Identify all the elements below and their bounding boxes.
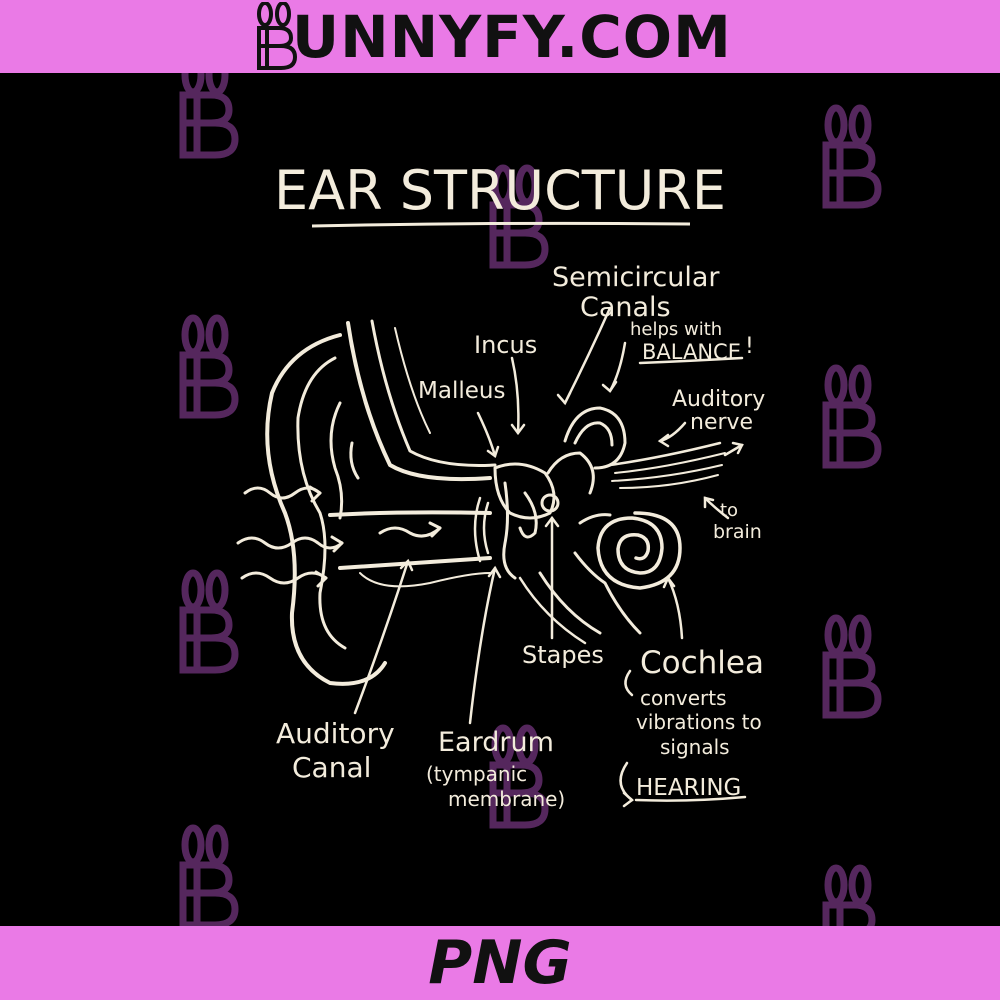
- label-semicircular-line2: Canals: [580, 292, 671, 323]
- diagram-labels: Semicircular Canals helps with BALANCE !…: [276, 262, 765, 811]
- ear-anatomy-drawing: [236, 319, 726, 686]
- label-incus: Incus: [474, 331, 537, 359]
- label-balance-line1: helps with: [630, 319, 722, 340]
- label-eardrum-note-line1: (tympanic: [426, 762, 527, 786]
- label-cochlea-note-line2: vibrations to: [636, 710, 762, 734]
- brand-title[interactable]: UNNYFY.COM: [292, 3, 732, 71]
- top-banner: UNNYFY.COM: [0, 0, 1000, 73]
- label-auditory-nerve-line1: Auditory: [672, 387, 765, 412]
- label-semicircular-line1: Semicircular: [552, 262, 720, 293]
- label-balance-exclaim: !: [745, 334, 754, 359]
- bunny-b-logo-icon: [257, 2, 298, 70]
- label-eardrum-note-line2: membrane): [448, 787, 565, 811]
- label-cochlea-note-line3: signals: [660, 735, 730, 759]
- label-auditory-canal-line2: Canal: [292, 751, 371, 784]
- label-to-brain-line2: brain: [713, 521, 762, 543]
- bottom-banner: PNG: [0, 926, 1000, 1000]
- format-badge: PNG: [428, 928, 572, 998]
- label-malleus: Malleus: [418, 378, 505, 404]
- label-auditory-canal-line1: Auditory: [276, 717, 395, 750]
- leader-lines: [353, 306, 747, 808]
- label-cochlea: Cochlea: [640, 645, 764, 681]
- label-cochlea-note-line1: converts: [640, 686, 727, 710]
- label-eardrum: Eardrum: [438, 727, 554, 758]
- label-stapes: Stapes: [522, 641, 604, 669]
- label-auditory-nerve-line2: nerve: [690, 410, 753, 435]
- title-underline: [311, 221, 691, 228]
- label-to-brain-line1: to: [720, 500, 738, 521]
- diagram-title: EAR STRUCTURE: [274, 159, 726, 222]
- label-balance-line2: BALANCE: [642, 340, 741, 364]
- ear-diagram: EAR STRUCTURE: [0, 73, 1000, 926]
- diagram-stage: EAR STRUCTURE: [0, 73, 1000, 926]
- label-hearing: HEARING: [636, 775, 741, 801]
